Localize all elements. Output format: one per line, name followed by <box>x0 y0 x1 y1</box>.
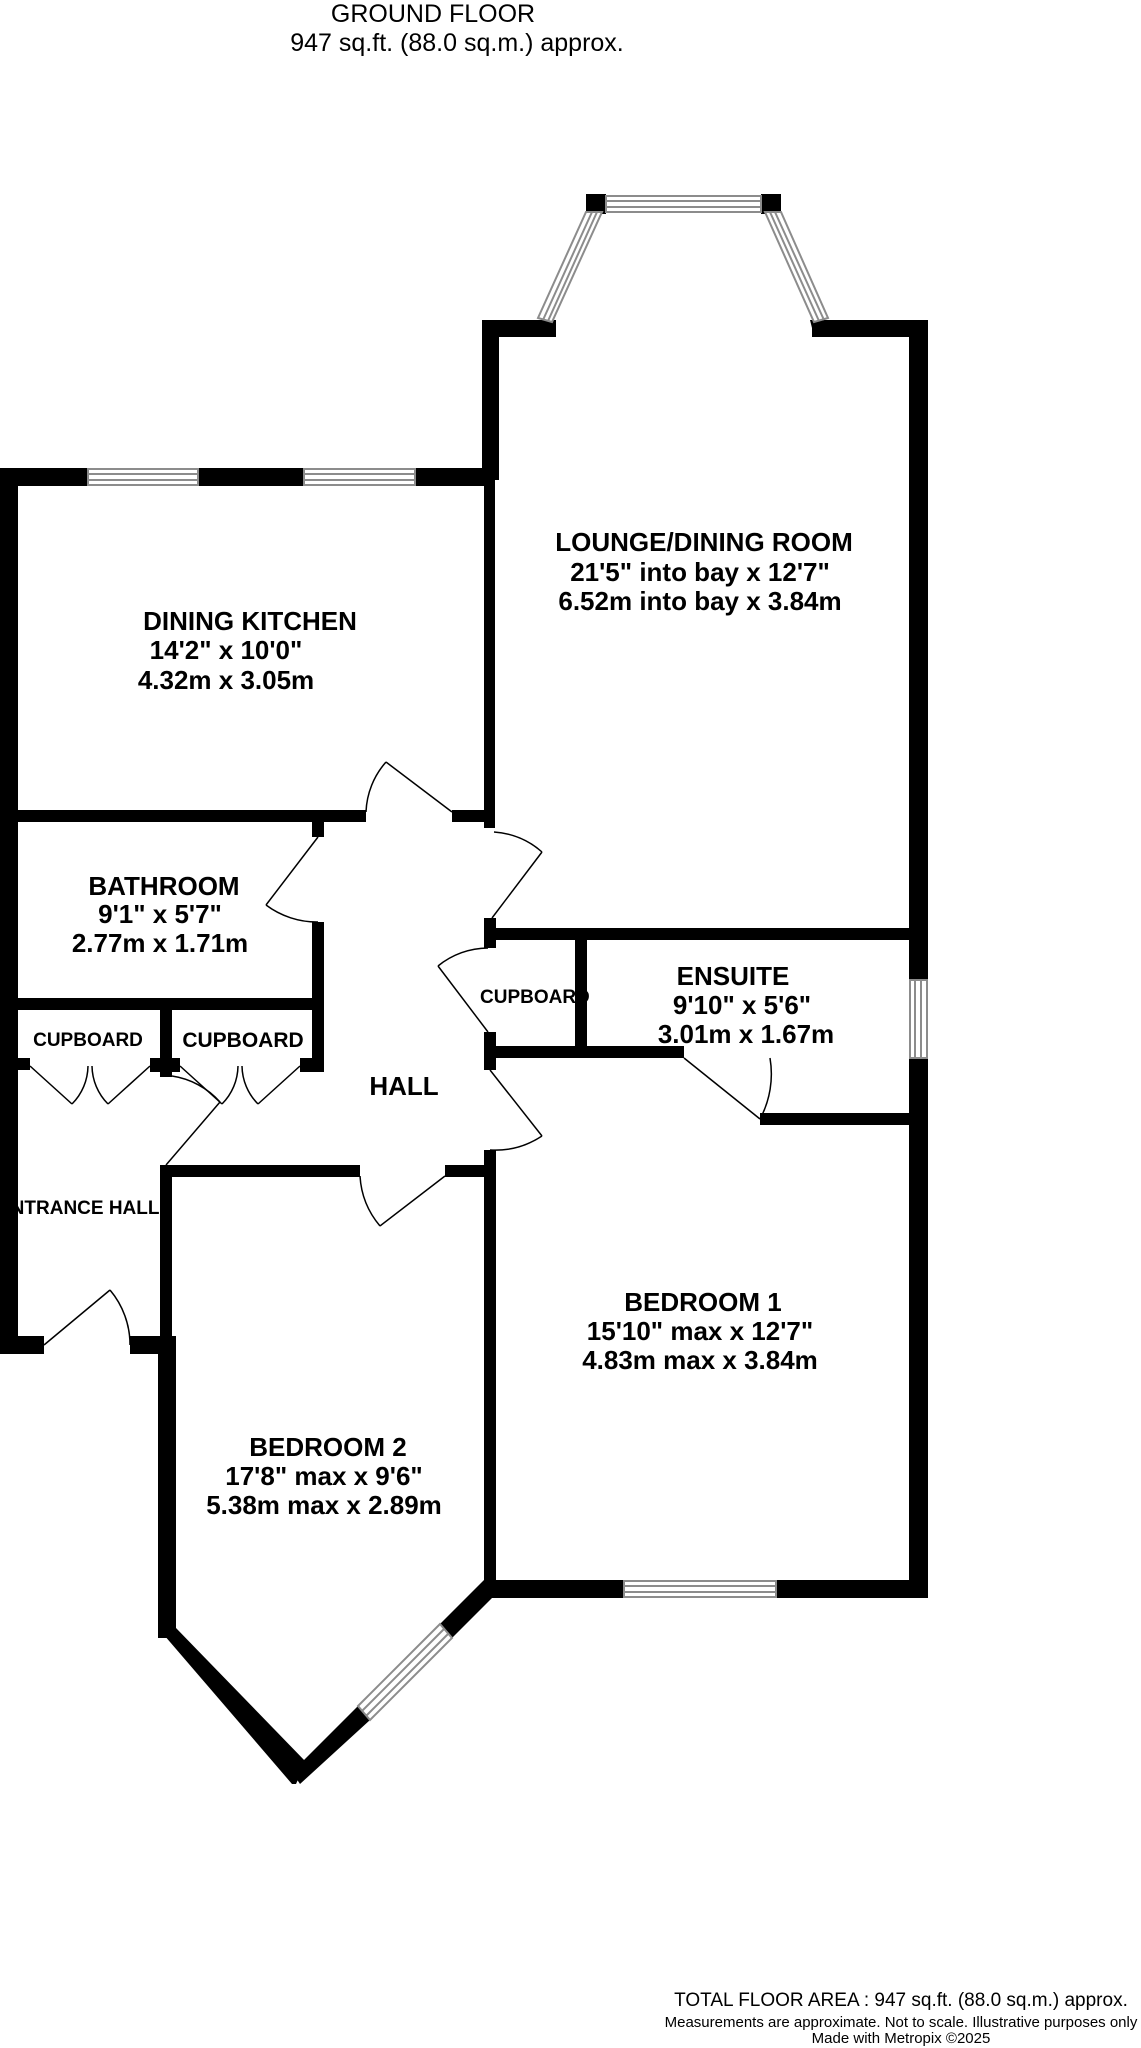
bedroom1-door <box>489 1069 543 1151</box>
floor-area-heading: 947 sq.ft. (88.0 sq.m.) approx. <box>290 29 624 57</box>
bedroom1-window <box>623 1580 777 1598</box>
wall-cupboard-door-stub-1 <box>18 1058 30 1070</box>
wall-ensuite-top <box>492 928 909 940</box>
wall-kitchen-top-1 <box>0 468 88 486</box>
wall-ensuite-bottom <box>760 1113 909 1125</box>
wall-hall-right-2 <box>484 1032 496 1070</box>
ensuite-window <box>909 979 928 1059</box>
bedroom1-imperial: 15'10" max x 12'7" <box>587 1316 813 1346</box>
wall-ensuite-left <box>575 928 587 1050</box>
kitchen-metric: 4.32m x 3.05m <box>138 665 314 695</box>
lounge-imperial: 21'5" into bay x 12'7" <box>570 557 830 587</box>
wall-bathroom-right-lower <box>312 922 324 1070</box>
wall-bathroom-right <box>312 815 324 837</box>
lounge-bay-window-left <box>536 211 604 324</box>
hall-lower-door <box>165 1075 221 1166</box>
wall-right-outer-lower <box>909 1058 928 1598</box>
wall-bedroom2-angle-right <box>292 1706 370 1784</box>
cupboard-right-door <box>437 947 489 1033</box>
wall-hall-right-1 <box>484 918 496 948</box>
kitchen-door <box>365 761 453 813</box>
wall-lounge-left <box>484 334 495 828</box>
wall-bedroom2-top-2 <box>445 1165 490 1177</box>
bathroom-imperial: 9'1" x 5'7" <box>98 899 222 929</box>
bedroom1-metric: 4.83m max x 3.84m <box>582 1345 818 1375</box>
footer-credit: Made with Metropix ©2025 <box>812 2030 991 2047</box>
wall-bay-top-right-block <box>761 194 781 214</box>
footer-disclaimer: Measurements are approximate. Not to sca… <box>665 2014 1138 2031</box>
bedroom2-window <box>356 1622 454 1722</box>
walls <box>0 194 928 1784</box>
hall-name: HALL <box>369 1071 438 1101</box>
lounge-door <box>491 831 543 919</box>
wall-kitchen-bottom-right <box>452 810 490 822</box>
kitchen-window-2 <box>303 468 416 486</box>
wall-kitchen-top-3 <box>415 468 485 486</box>
bedroom2-name: BEDROOM 2 <box>249 1432 406 1462</box>
wall-bedroom2-angle-top <box>440 1580 496 1638</box>
wall-bedroom1-left <box>484 1150 496 1590</box>
cupboard-mid-name: CUPBOARD <box>182 1029 303 1052</box>
bathroom-door <box>265 836 319 923</box>
cupboard-right-name: CUPBOARD <box>480 987 590 1008</box>
floor-title: GROUND FLOOR <box>331 0 535 28</box>
wall-bedroom2-left <box>160 1170 172 1340</box>
bathroom-name: BATHROOM <box>88 871 239 901</box>
lounge-bay-window-right <box>763 211 830 324</box>
cupboard-left-doors <box>29 1065 151 1105</box>
lounge-name: LOUNGE/DINING ROOM <box>555 527 853 557</box>
wall-left-outer <box>0 468 18 1354</box>
wall-cupboard-door-stub-3 <box>300 1058 324 1072</box>
wall-bedroom1-bottom-2 <box>776 1580 928 1598</box>
wall-cupboard-bottom <box>492 1046 684 1058</box>
wall-entrance-bottom-1 <box>0 1336 44 1354</box>
wall-lounge-top-right <box>812 320 928 337</box>
windows <box>87 195 928 1722</box>
kitchen-name: DINING KITCHEN <box>143 606 357 636</box>
wall-bathroom-bottom <box>18 998 324 1010</box>
cupboard-left-name: CUPBOARD <box>33 1030 143 1051</box>
wall-bedroom2-top-1 <box>160 1165 360 1177</box>
ensuite-metric: 3.01m x 1.67m <box>658 1019 834 1049</box>
wall-kitchen-bottom <box>18 810 366 822</box>
cupboard-mid-doors <box>179 1065 301 1105</box>
ensuite-imperial: 9'10" x 5'6" <box>673 990 811 1020</box>
wall-bedroom1-bottom-1 <box>484 1580 624 1598</box>
kitchen-imperial: 14'2" x 10'0" <box>150 635 303 665</box>
bedroom1-name: BEDROOM 1 <box>624 1287 781 1317</box>
footer-total-area: TOTAL FLOOR AREA : 947 sq.ft. (88.0 sq.m… <box>674 1990 1128 2011</box>
ensuite-door <box>683 1057 773 1120</box>
wall-entrance-bottom-2 <box>130 1336 176 1354</box>
bathroom-metric: 2.77m x 1.71m <box>72 928 248 958</box>
doors <box>29 761 773 1346</box>
wall-bedroom2-angle-left <box>158 1628 306 1784</box>
entrance-door <box>43 1289 131 1346</box>
ensuite-name: ENSUITE <box>677 961 790 991</box>
kitchen-window-1 <box>87 468 199 486</box>
bedroom2-metric: 5.38m max x 2.89m <box>206 1490 442 1520</box>
entrance-hall-name: ENTRANCE HALL <box>0 1198 160 1219</box>
lounge-metric: 6.52m into bay x 3.84m <box>558 586 841 616</box>
wall-bay-left-block <box>536 320 556 336</box>
room-labels: LOUNGE/DINING ROOM 21'5" into bay x 12'7… <box>0 527 853 1520</box>
wall-bay-top-left-block <box>586 194 606 214</box>
lounge-bay-window-top <box>605 195 762 213</box>
bedroom2-door <box>359 1175 446 1227</box>
wall-bay-right-block <box>810 320 830 336</box>
wall-cupboard-door-stub-2 <box>150 1058 180 1072</box>
bedroom2-imperial: 17'8" max x 9'6" <box>225 1461 423 1491</box>
wall-right-outer-upper <box>909 320 928 980</box>
wall-kitchen-top-2 <box>198 468 304 486</box>
wall-bedroom2-left-lower <box>158 1336 176 1638</box>
